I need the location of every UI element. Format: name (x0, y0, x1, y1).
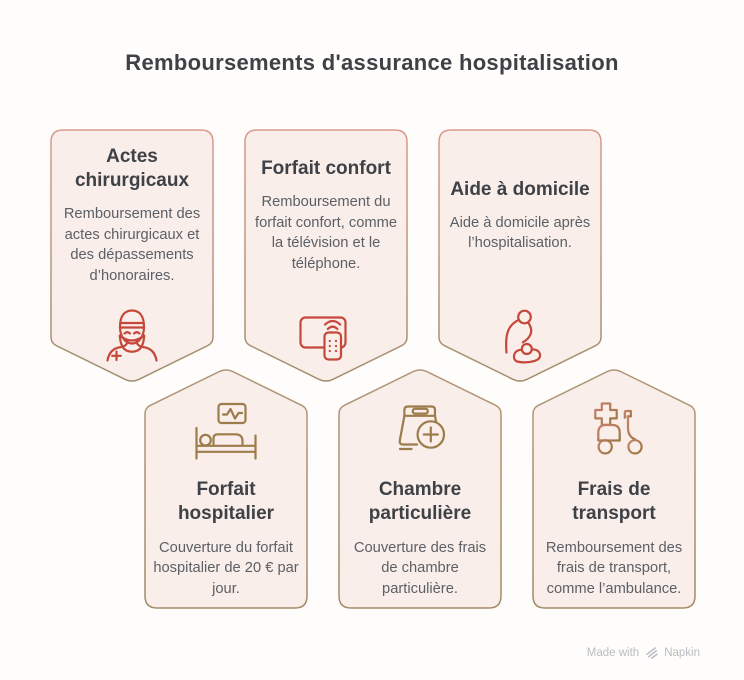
hospital-bed-icon (195, 402, 257, 460)
card-title: Forfait hospitalier (177, 479, 275, 524)
card-forfait-confort: Forfait confort Remboursement du forfait… (243, 128, 409, 384)
card-icon-area (384, 392, 456, 472)
medical-scooter-icon (594, 402, 643, 455)
banner-shape-down (50, 129, 214, 382)
made-with-label: Made with (586, 646, 640, 659)
card-description: Couverture du forfait hospitalier de 20 … (153, 539, 299, 598)
napkin-brand-label: Napkin (664, 646, 700, 659)
surgeon-icon (106, 309, 158, 362)
card-description: Aide à domicile après l’hospitalisation. (449, 214, 591, 252)
card-text-block: Chambre particulière Couverture des frai… (344, 478, 496, 600)
card-aide-a-domicile: Aide à domicile Aide à domicile après l’… (437, 128, 603, 384)
card-chambre-particuliere: Chambre particulière Couverture des frai… (337, 366, 503, 610)
card-text-block: Forfait hospitalier Couverture du forfai… (150, 478, 302, 600)
card-frais-de-transport: Frais de transport Remboursement des fra… (531, 366, 697, 610)
card-title: Aide à domicile (450, 178, 590, 200)
card-icon-area (578, 392, 650, 472)
banner-shape-down (244, 129, 408, 382)
tv-remote-icon (299, 316, 347, 361)
card-description: Remboursement du forfait confort, comme … (254, 194, 398, 273)
card-description: Remboursement des frais de transport, co… (545, 539, 683, 598)
card-title: Actes chirurgicaux (74, 146, 190, 192)
private-room-bed-icon (398, 405, 446, 451)
card-icon-area (190, 392, 262, 472)
page-title: Remboursements d'assurance hospitalisati… (125, 50, 619, 75)
banner-shape-up (532, 369, 696, 609)
card-actes-chirurgicaux: Actes chirurgicaux Remboursement des act… (49, 128, 215, 384)
napkin-watermark[interactable]: Made with Napkin (587, 645, 700, 660)
napkin-logo-icon (646, 647, 658, 659)
banner-shape-down (438, 129, 602, 382)
banner-shape-up (338, 369, 502, 609)
card-description: Remboursement des actes chirurgicaux et … (63, 206, 201, 285)
card-icon-area (294, 290, 358, 378)
card-icon-area (488, 290, 552, 378)
card-icon-area (100, 290, 164, 378)
card-text-block: Forfait confort Remboursement du forfait… (250, 142, 402, 290)
caregiver-icon (505, 309, 542, 364)
card-description: Couverture des frais de chambre particul… (353, 539, 487, 598)
card-title: Chambre particulière (368, 479, 472, 524)
card-forfait-hospitalier: Forfait hospitalier Couverture du forfai… (143, 366, 309, 610)
card-text-block: Frais de transport Remboursement des fra… (538, 478, 690, 600)
banner-shape-up (144, 369, 308, 609)
card-title: Frais de transport (572, 479, 656, 524)
card-text-block: Actes chirurgicaux Remboursement des act… (56, 142, 208, 290)
card-title: Forfait confort (261, 158, 391, 180)
card-text-block: Aide à domicile Aide à domicile après l’… (444, 142, 596, 290)
